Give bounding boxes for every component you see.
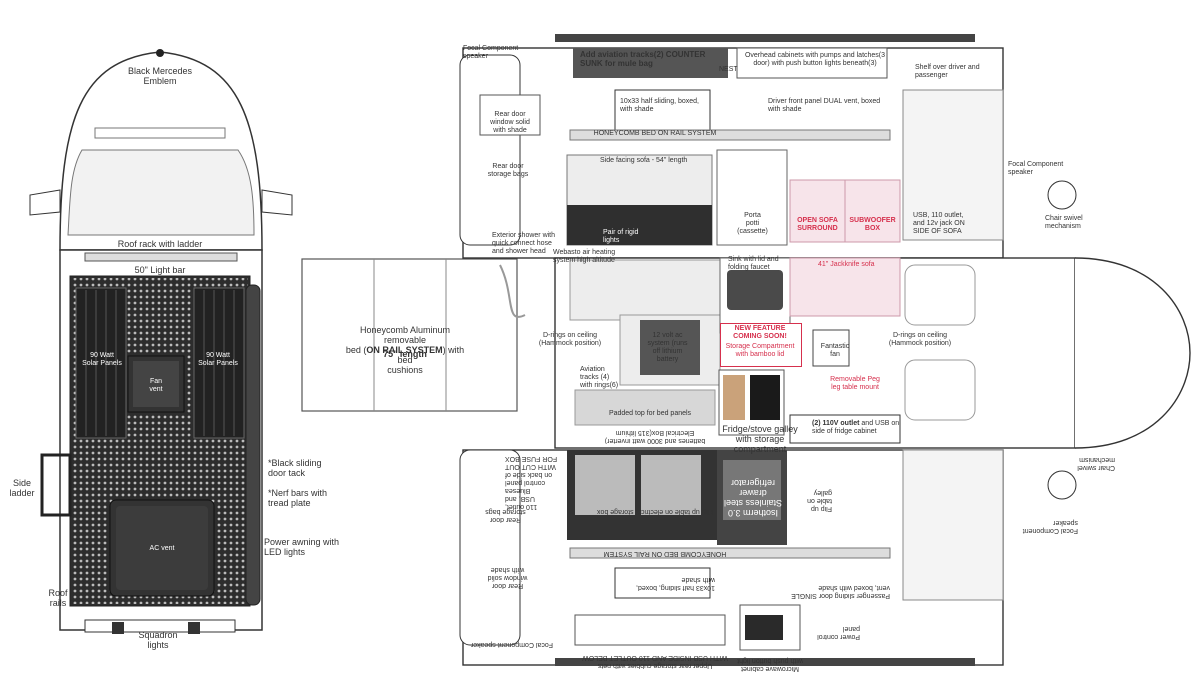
d-rings-left: D-rings on ceiling (Hammock position) [538, 332, 602, 347]
microwave-label: Microwave cabinet with push button light [737, 657, 803, 672]
focal-speaker-right-top: Focal Component speaker [1008, 161, 1064, 176]
van-top-view [29, 49, 293, 634]
batteries-label: batteries and 3000 watt inverter) Electr… [604, 429, 706, 444]
fridge-label: Isotherm 3.0 Stainless steel drawer refr… [723, 478, 783, 518]
rear-door-bags-top: Rear door storage bags [487, 163, 529, 178]
rear-window-bottom: Rear door window solid with shade [487, 566, 528, 589]
webasto-label: Webasto air heating system high altitude [553, 249, 616, 264]
flip-table-label: Flip up table on electrical storage box [597, 508, 713, 515]
new-feature-body: Storage Compartment with bamboo lid [725, 343, 795, 358]
porta-potti-label: Porta potti (cassette) [737, 212, 768, 235]
peg-table-label: Removable Peg leg table mount [830, 376, 880, 391]
solar-right-label: 90 Watt Solar Panels [198, 352, 238, 367]
half-sliding-top: 10x33 half sliding, boxed, with shade [620, 98, 699, 113]
open-sofa-label: OPEN SOFA SURROUND [797, 217, 838, 232]
side-sofa-label: Side facing sofa - 54" length [600, 157, 688, 164]
solar-left-label: 90 Watt Solar Panels [82, 352, 122, 367]
driver-panel-label: Driver front panel DUAL vent, boxed with… [768, 98, 881, 113]
new-feature-title: NEW FEATURE COMING SOON! [733, 325, 787, 340]
honeycomb-rail-bottom: HONEYCOMB BED ON RAIL SYSTEM [603, 550, 727, 557]
emblem-label: Black Mercedes Emblem [127, 66, 193, 86]
overhead-cabinets-label: Overhead cabinets with pumps and latches… [744, 52, 886, 67]
interior-layout [459, 34, 1191, 666]
roof-rack-label: Roof rack with ladder [117, 239, 203, 249]
bed-panels [301, 258, 526, 412]
side-ladder-label: Side ladder [9, 478, 35, 498]
aviation-tracks-label: Add aviation tracks(2) COUNTER SUNK for … [580, 50, 706, 68]
new-feature-box [720, 323, 802, 367]
focal-speaker-right-bottom: Focal Component speaker [1022, 519, 1078, 534]
flip-galley-label: Flip up table on galley [807, 489, 832, 512]
focal-speaker-left-bottom: Focal Component speaker [470, 641, 553, 648]
roof-rails-label: Roof rails [48, 588, 68, 608]
honeycomb-rail-top: HONEYCOMB BED ON RAIL SYSTEM [593, 130, 717, 137]
d-rings-right: D-rings on ceiling (Hammock position) [888, 332, 952, 347]
sink-label: Sink with lid and folding faucet [728, 256, 779, 271]
bed-length: 75" length [383, 349, 427, 359]
rigid-lights-label: Pair of rigid lights [603, 229, 639, 244]
outlet-110-label: (2) 110V outlet and USB on side of fridg… [812, 420, 900, 435]
door-bags-bottom: Rear door storage bags [485, 508, 526, 523]
chair-swivel-top: Chair swivel mechanism [1045, 215, 1083, 230]
sliding-door-note: *Black sliding door tack [268, 458, 322, 478]
usb-110-label: USB, 110 outlet, and 12v jack ON SIDE OF… [913, 212, 965, 235]
fan-vent-label: Fan vent [149, 378, 163, 393]
awning-note: Power awning with LED lights [264, 537, 340, 557]
focal-speaker-left-top: Focal Component speaker [463, 45, 519, 60]
exterior-shower-label: Exterior shower with quick connect hose … [492, 232, 556, 255]
padded-top-label: Padded top for bed panels [608, 410, 692, 417]
ac-vent-label: AC vent [149, 545, 175, 552]
nerf-bars-note: *Nerf bars with tread plate [268, 488, 328, 508]
power-panel-label: Power control panel [817, 625, 860, 640]
chair-swivel-bottom: Chair swivel mechanism [1077, 456, 1115, 471]
fridge-galley-label: Fridge/stove galley with storage compart… [722, 424, 798, 454]
storage-cubbies-label: Upper rear storage cubbies with nets WIT… [582, 654, 728, 669]
light-bar-label: 50" Light bar [134, 265, 186, 275]
aviation-rings-label: Aviation tracks (4) with rings(6) [580, 366, 619, 389]
rear-door-window-top: Rear door window solid with shade [490, 111, 530, 134]
jackknife-label: 41" Jackknife sofa [818, 261, 875, 268]
fantastic-fan-label: Fantastic fan [820, 343, 850, 358]
passenger-door-label: Passenger sliding door SINGLE vent, boxe… [791, 584, 890, 599]
bed-label: Honeycomb Aluminum removable bed (ON RAI… [345, 325, 465, 375]
shelf-label: Shelf over driver and passenger [915, 64, 980, 79]
cut-box-label: 110 outlet, USB, and Bluesea control pan… [505, 455, 558, 510]
squadron-lights-label: Squadron lights [138, 630, 178, 650]
nest-label: NEST [719, 66, 738, 73]
ac-system-label: 12 volt ac system (runs off lithium batt… [647, 332, 688, 363]
half-sliding-bottom: 10x33 half sliding, boxed, with shade [636, 576, 715, 591]
subwoofer-label: SUBWOOFER BOX [849, 217, 896, 232]
